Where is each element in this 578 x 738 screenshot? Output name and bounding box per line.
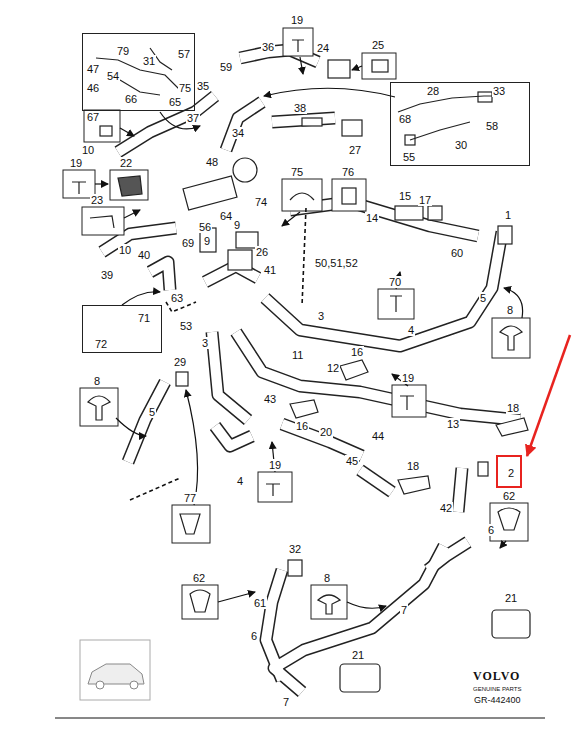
callout-number: 19: [401, 372, 415, 384]
brand-text: GENUINE PARTS: [472, 686, 522, 693]
callout-number: 1: [504, 209, 512, 221]
callout-number: 66: [124, 93, 138, 105]
callout-number: 65: [168, 96, 182, 108]
callout-number: 46: [86, 82, 100, 94]
callout-number: 45: [345, 455, 359, 467]
callout-number: 7: [282, 696, 290, 708]
callout-number: 8: [323, 572, 331, 584]
callout-number: 6: [250, 630, 258, 642]
callout-number: 53: [179, 320, 193, 332]
callout-number: 56: [198, 221, 212, 233]
callout-number: 50,51,52: [314, 257, 359, 269]
callout-number: 26: [255, 246, 269, 258]
callout-number: 71: [137, 312, 151, 324]
callout-number: 5: [148, 406, 156, 418]
inset-frame: 47 79 31 57 54 75 46 66 65: [82, 33, 195, 111]
callout-number: 54: [106, 70, 120, 82]
callout-number: 60: [450, 247, 464, 259]
callout-number: 55: [402, 151, 416, 163]
callout-number: 18: [506, 402, 520, 414]
callout-number: 36: [261, 41, 275, 53]
callout-number: 8: [506, 304, 514, 316]
callout-number: 76: [341, 166, 355, 178]
callout-number: 19: [290, 14, 304, 26]
callout-number: 32: [288, 543, 302, 555]
callout-number: 16: [350, 346, 364, 358]
callout-number: 6: [487, 524, 495, 536]
callout-number: 12: [326, 362, 340, 374]
callout-number: 69: [181, 237, 195, 249]
callout-number: 9: [203, 235, 211, 247]
callout-number: 29: [173, 356, 187, 368]
callout-number: 30: [454, 139, 468, 151]
callout-number: 4: [236, 475, 244, 487]
callout-number: 70: [388, 276, 402, 288]
callout-number: 19: [268, 459, 282, 471]
callout-number: 4: [407, 324, 415, 336]
callout-number: 59: [219, 61, 233, 73]
inset-frame: 71 72: [82, 305, 162, 353]
callout-number: 28: [426, 85, 440, 97]
callout-number: 24: [316, 42, 330, 54]
callout-number: 3: [317, 310, 325, 322]
callout-number: 47: [86, 63, 100, 75]
callout-number: 5: [479, 292, 487, 304]
callout-number: 67: [86, 111, 100, 123]
callout-number: 62: [192, 572, 206, 584]
callout-number: 63: [170, 292, 184, 304]
callout-number: 34: [231, 127, 245, 139]
inset-frame: 28 33 68 58 55 30: [390, 82, 530, 166]
callout-number: 31: [142, 55, 156, 67]
callout-number: 79: [116, 45, 130, 57]
callout-number: 22: [119, 157, 133, 169]
callout-number: 74: [254, 196, 268, 208]
callout-number: 3: [201, 337, 209, 349]
callout-number: 68: [398, 113, 412, 125]
callout-number: 23: [90, 194, 104, 206]
brand-text: VOLVO: [472, 670, 521, 683]
callout-number: 39: [100, 269, 114, 281]
callout-number: 16: [295, 420, 309, 432]
callout-number: 77: [183, 492, 197, 504]
callout-number: 44: [371, 430, 385, 442]
callout-number: 15: [398, 190, 412, 202]
callout-number: 19: [69, 157, 83, 169]
callout-number: 37: [186, 112, 200, 124]
brand-text: GR-442400: [473, 696, 522, 706]
callout-number: 27: [348, 144, 362, 156]
callout-number: 43: [263, 393, 277, 405]
callout-number: 33: [492, 85, 506, 97]
callout-number: 75: [290, 166, 304, 178]
callout-number: 42: [439, 502, 453, 514]
highlight-box: 2: [496, 455, 522, 488]
callout-number: 58: [485, 120, 499, 132]
callout-number: 57: [177, 48, 191, 60]
callout-number: 14: [365, 212, 379, 224]
callout-number: 17: [418, 194, 432, 206]
callout-number: 18: [406, 460, 420, 472]
callout-number: 48: [205, 156, 219, 168]
callout-number: 10: [81, 144, 95, 156]
callout-number: 61: [253, 597, 267, 609]
callout-number: 7: [400, 604, 408, 616]
callout-number: 21: [504, 592, 518, 604]
callout-number: 75: [178, 82, 192, 94]
callout-number: 13: [446, 418, 460, 430]
callout-number: 2: [507, 467, 515, 479]
callout-number: 20: [319, 426, 333, 438]
callout-number: 72: [94, 338, 108, 350]
callout-number: 10: [118, 244, 132, 256]
callout-number: 21: [351, 649, 365, 661]
callout-number: 25: [371, 39, 385, 51]
callout-number: 41: [263, 264, 277, 276]
callout-number: 11: [291, 349, 304, 361]
callout-number: 40: [137, 249, 151, 261]
callout-number: 9: [233, 219, 241, 231]
callout-number: 8: [93, 375, 101, 387]
callout-number: 62: [502, 490, 516, 502]
callout-number: 64: [219, 210, 233, 222]
callout-number: 38: [293, 102, 307, 114]
callout-number: 35: [196, 80, 210, 92]
